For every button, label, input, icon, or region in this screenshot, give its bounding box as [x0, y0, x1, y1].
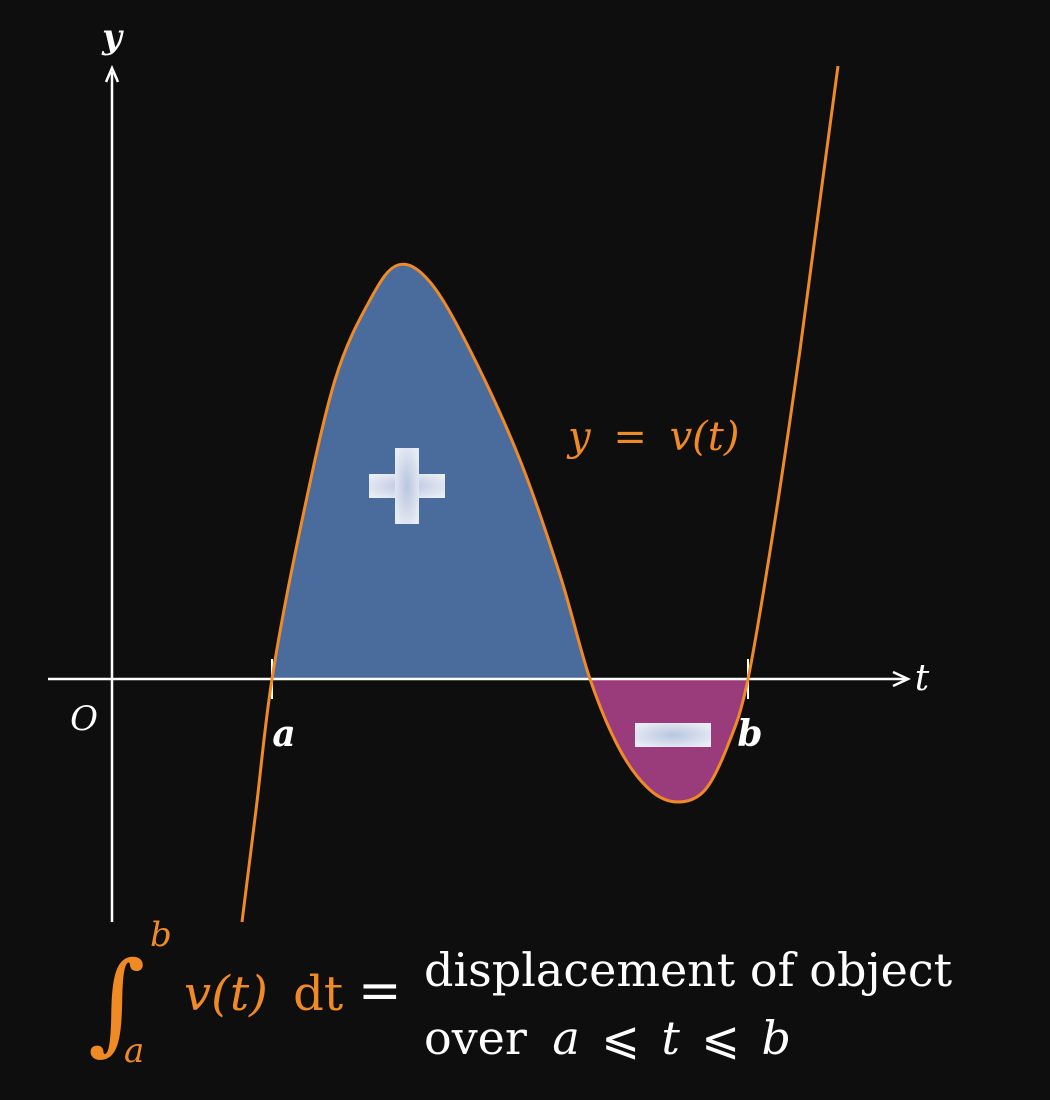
velocity-curve	[240, 65, 840, 923]
formula-rhs-le2: ⩽	[701, 1011, 740, 1065]
origin-label: O	[70, 699, 98, 739]
formula-rhs-le1: ⩽	[601, 1011, 640, 1065]
curve-label-rhs: v(t)	[670, 414, 740, 460]
y-axis-label: y	[101, 17, 124, 57]
curve-label: y = v(t)	[566, 414, 739, 460]
integral-lower-limit: a	[124, 1031, 144, 1071]
plus-sign-icon	[369, 448, 445, 524]
formula-rhs-t: t	[661, 1011, 680, 1065]
formula-rhs-line2: over a ⩽ t ⩽ b	[424, 1011, 791, 1065]
minus-sign-icon	[635, 723, 711, 747]
integral-upper-limit: b	[150, 915, 172, 955]
formula-rhs-over: over	[424, 1011, 527, 1065]
x-axis-arrowhead	[892, 670, 911, 688]
formula-rhs-line1: displacement of object	[424, 943, 953, 997]
positive-area-region	[272, 264, 590, 679]
formula-rhs-a: a	[552, 1011, 579, 1065]
curve-label-lhs: y	[566, 414, 592, 460]
curve-label-equals: =	[613, 414, 647, 460]
t-axis-label: t	[915, 658, 930, 699]
integrand-differential: dt	[293, 966, 343, 1022]
y-axis-arrowhead	[104, 64, 120, 83]
formula-rhs-b: b	[761, 1011, 790, 1065]
integrand: v(t) dt	[184, 966, 343, 1022]
formula-equals: =	[358, 961, 402, 1021]
integral-symbol: ∫	[88, 938, 145, 1066]
b-label: b	[737, 713, 762, 755]
a-label: a	[272, 713, 295, 755]
integrand-function: v(t)	[184, 966, 268, 1022]
